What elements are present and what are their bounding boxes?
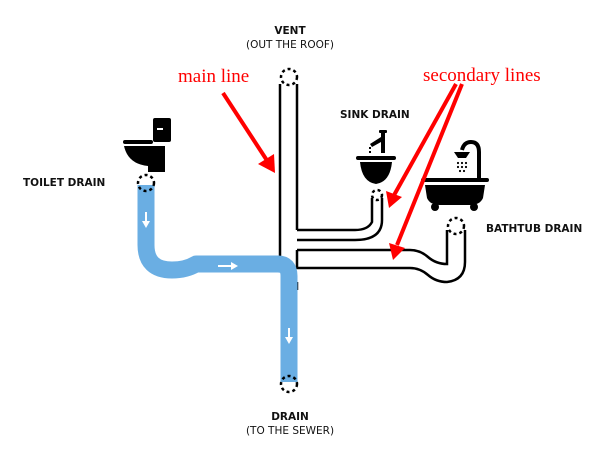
sink-branch-top: [297, 198, 374, 232]
flow-arrow-down-drain: [285, 328, 293, 344]
toilet-drain-label: TOILET DRAIN: [23, 177, 105, 189]
water-flow: [137, 185, 298, 382]
pipe-outlines: [278, 84, 467, 290]
flow-arrows: [142, 212, 293, 344]
toilet-icon: [123, 118, 171, 172]
main-line-annotation: main line: [178, 66, 249, 87]
sink-branch-bottom: [297, 198, 384, 242]
vent-label: VENT: [274, 25, 306, 37]
main-line-arrow: [221, 91, 275, 173]
drain-label: DRAIN: [271, 411, 309, 423]
toilet-drain-opening: [136, 173, 156, 193]
flow-arrow-right: [218, 262, 238, 270]
bathtub-branch-bottom: [295, 230, 467, 284]
secondary-lines-annotation: secondary lines: [423, 65, 541, 86]
drain-sublabel: (TO THE SEWER): [246, 425, 334, 437]
sink-icon: [356, 130, 396, 184]
vent-sublabel: (OUT THE ROOF): [246, 39, 334, 51]
sink-drain-opening: [370, 188, 384, 202]
sink-drain-label: SINK DRAIN: [340, 109, 410, 121]
vent-opening: [279, 67, 299, 87]
bathtub-branch-top: [409, 230, 449, 266]
bathtub-drain-label: BATHTUB DRAIN: [486, 223, 582, 235]
secondary-line-arrow-bathtub: [389, 83, 464, 260]
sewer-drain-opening: [279, 374, 299, 394]
flow-arrow-down-toilet: [142, 212, 150, 228]
bathtub-drain-opening: [446, 216, 466, 236]
bathtub-icon: [421, 139, 489, 211]
toilet-to-sewer-flow: [137, 185, 298, 382]
secondary-line-arrow-sink: [386, 83, 458, 208]
annotation-arrows: [221, 83, 464, 260]
pipe-openings: [136, 67, 466, 394]
